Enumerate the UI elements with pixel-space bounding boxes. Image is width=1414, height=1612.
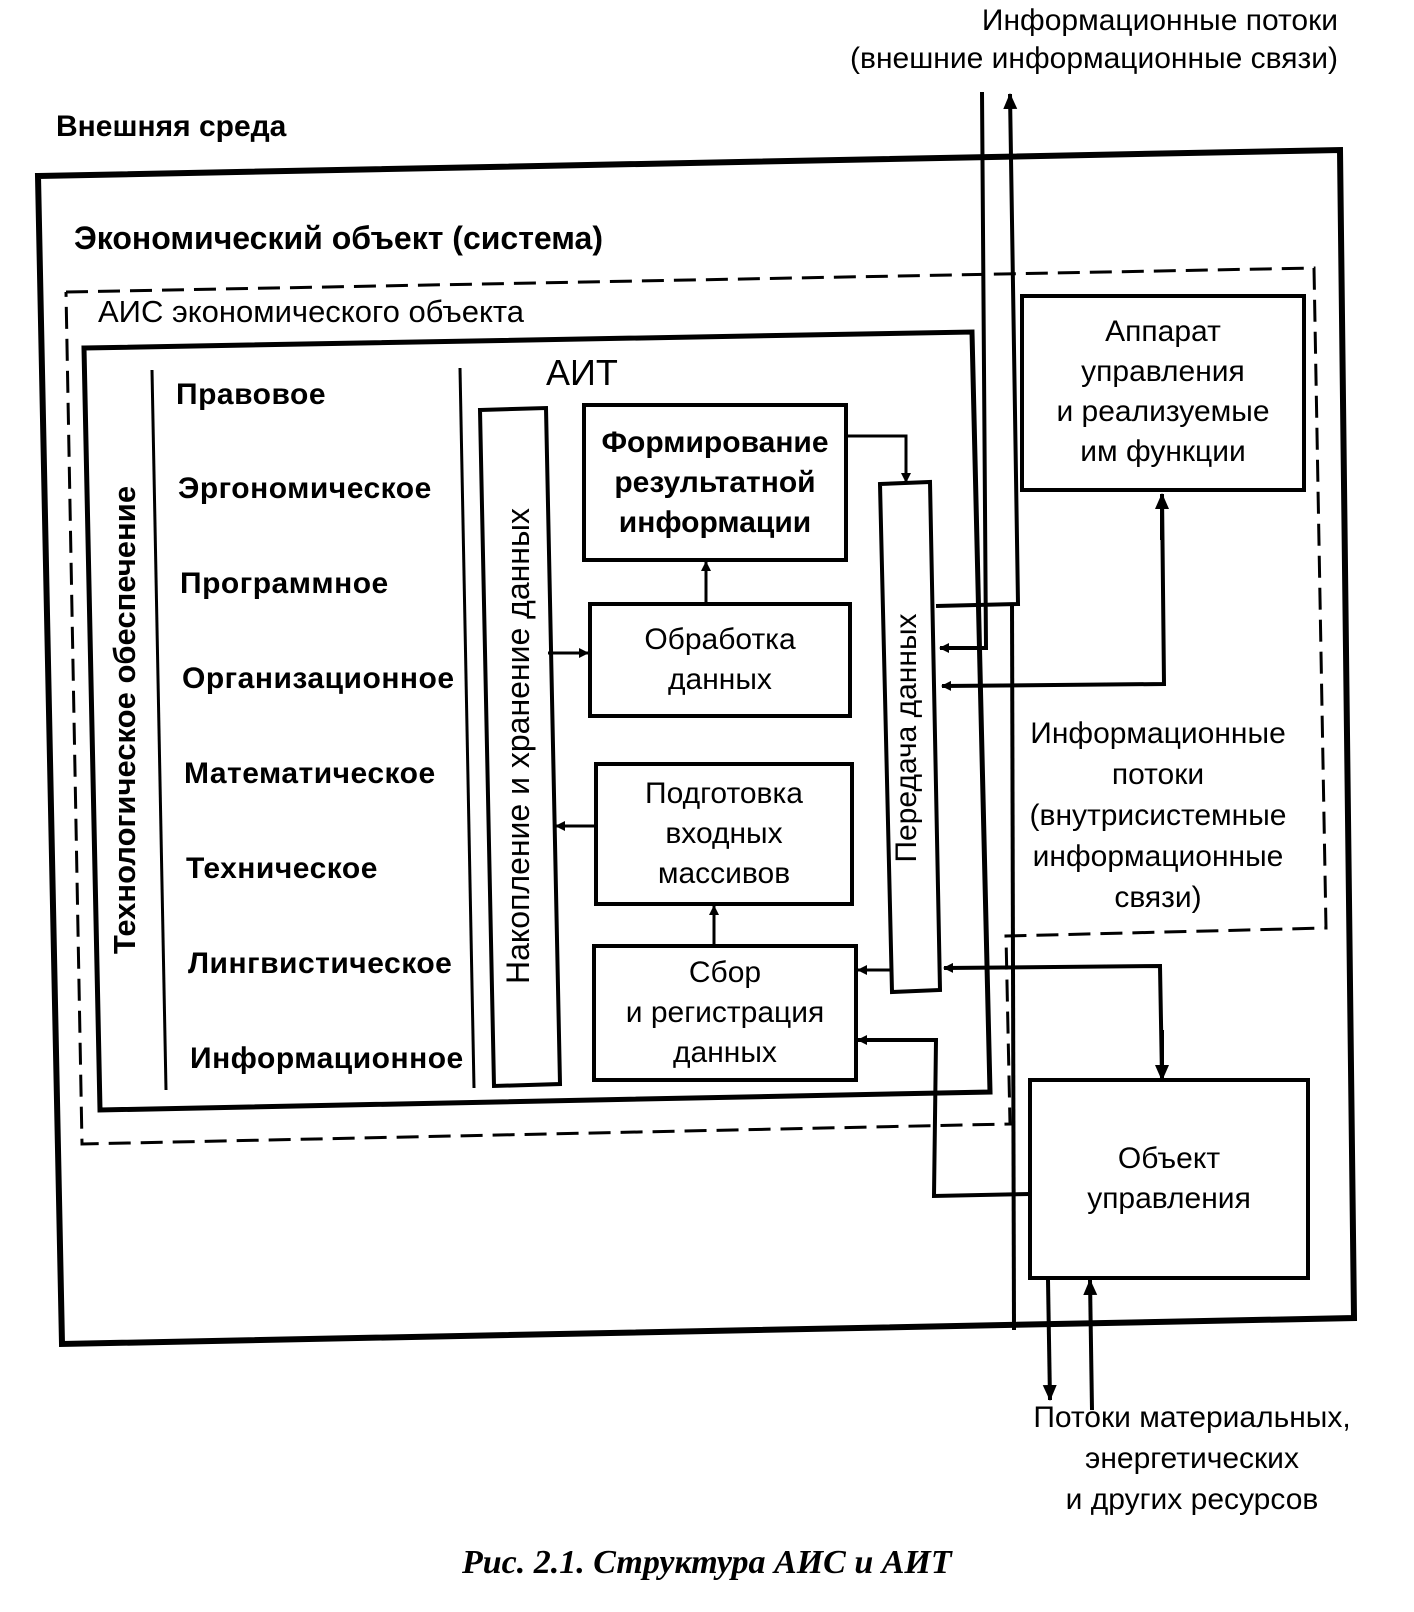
support-item: Эргономическое — [178, 472, 432, 505]
figure-caption: Рис. 2.1. Структура АИС и АИТ — [462, 1544, 952, 1581]
collection-block: Сбор и регистрация данных — [625, 956, 825, 1069]
tech-support-label: Технологическое обеспечение — [107, 485, 142, 955]
transfer-label: Передача данных — [890, 613, 923, 863]
support-item: Информационное — [190, 1042, 464, 1075]
apparatus-box-outline — [1020, 294, 1306, 492]
processing-box-outline — [588, 602, 852, 718]
processing-block: Обработка данных — [644, 623, 796, 696]
support-item: Техническое — [186, 852, 378, 885]
external-environment-label: Внешняя среда — [56, 110, 287, 143]
support-item: Математическое — [184, 757, 436, 790]
external-flow-out — [935, 93, 1021, 608]
economic-object-title: Экономический объект (система) — [74, 220, 603, 256]
resource-flow-out — [1042, 1279, 1057, 1401]
flow-object-to-transfer — [943, 962, 1164, 1079]
ais-title: АИС экономического объекта — [98, 294, 525, 329]
divider-left — [150, 369, 168, 1091]
formation-box-outline — [582, 403, 848, 562]
arrow-formation-to-transfer — [846, 434, 911, 483]
external-info-flows-label: Информационные потоки (внешние информаци… — [808, 2, 1338, 78]
external-info-flows-line2: (внешние информационные связи) — [850, 42, 1338, 75]
apparatus-block: Аппарат управления и реализуемые им функ… — [1056, 315, 1270, 468]
support-item: Программное — [180, 567, 389, 600]
divider-right — [458, 367, 476, 1089]
preparation-block: Подготовка входных массивов — [645, 777, 803, 890]
storage-label: Накопление и хранение данных — [500, 508, 536, 984]
external-info-flows-line1: Информационные потоки — [981, 4, 1338, 37]
resource-flows-label: Потоки материальных, энергетических и др… — [1033, 1400, 1351, 1516]
external-flow-in — [939, 91, 989, 653]
support-item: Правовое — [176, 378, 327, 411]
transfer-box-outline — [877, 479, 943, 995]
storage-box-outline — [477, 405, 563, 1089]
external-vertical-trunk — [1010, 603, 1016, 1331]
internal-flows-label: Информационные потоки (внутрисистемные и… — [1029, 716, 1287, 914]
ait-title: АИТ — [546, 352, 618, 393]
flow-object-to-collection — [857, 1035, 1031, 1199]
support-item: Организационное — [182, 662, 455, 695]
object-box-outline — [1028, 1078, 1310, 1280]
preparation-box-outline — [594, 762, 854, 906]
ais-dashed-frame — [64, 266, 1328, 1146]
formation-block: Формирование результатной информации — [601, 425, 829, 539]
support-item: Лингвистическое — [188, 947, 453, 980]
economic-object-frame — [34, 146, 1358, 1348]
object-block: Объект управления — [1087, 1142, 1251, 1215]
collection-box-outline — [592, 944, 858, 1082]
flow-apparatus-to-transfer — [941, 493, 1167, 691]
resource-flow-in — [1083, 1279, 1098, 1411]
ais-content-frame — [81, 329, 993, 1113]
